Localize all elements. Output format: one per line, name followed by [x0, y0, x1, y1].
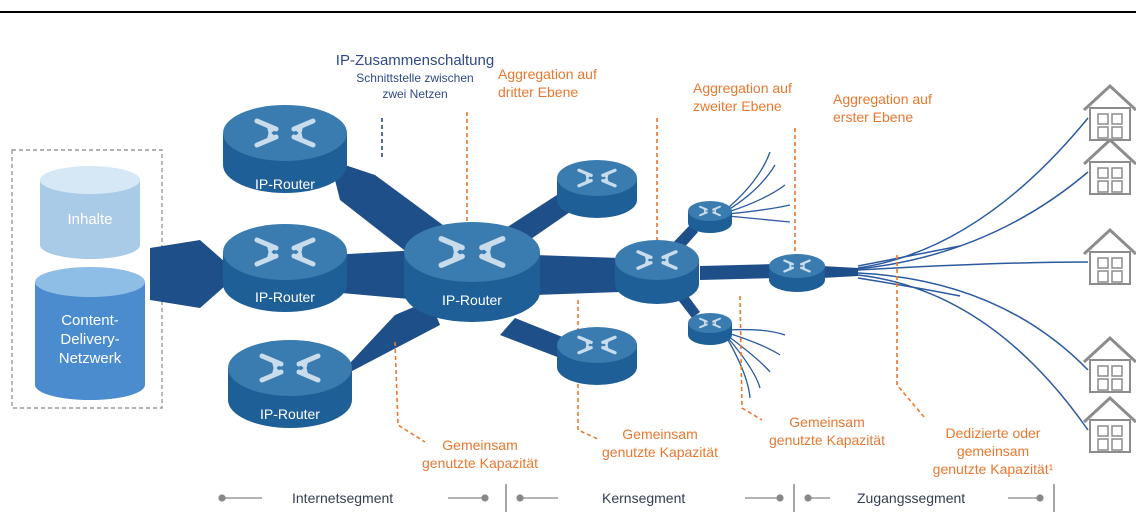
aggregation-first-line1: Aggregation auf	[833, 91, 932, 107]
router-agg3-bottom	[557, 327, 637, 385]
capacity-shared3-line2: genutzte Kapazität	[769, 432, 885, 448]
core-to-agg3-bottom-pipe	[500, 318, 565, 358]
aggregation-third-line2: dritter Ebene	[498, 84, 579, 100]
segment-bar	[218, 484, 1055, 512]
agg1-to-access-pipe	[822, 266, 858, 278]
fiber-fans	[727, 151, 791, 399]
interconnect-title: IP-Zusammenschaltung	[335, 52, 495, 69]
aggregation-third-line1: Aggregation auf	[498, 66, 597, 82]
capacity-dedicated-line1: Dedizierte oder	[945, 425, 1041, 441]
capacity-shared1-line1: Gemeinsam	[442, 437, 518, 453]
capacity-dedicated-line3: genutzte Kapazität¹	[932, 461, 1054, 477]
house-icon	[1082, 83, 1136, 141]
capacity-shared2-line2: genutzte Kapazität	[602, 444, 718, 460]
cdn-db-label-line1: Content-	[61, 312, 119, 329]
interconnect-subtitle-line1: Schnittstelle zwischen	[356, 71, 474, 85]
interconnect-subtitle-line2: zwei Netzen	[382, 87, 448, 101]
router-agg2	[615, 240, 699, 304]
content-box	[11, 149, 163, 409]
core-to-agg2-pipe	[535, 255, 620, 295]
cdn-db-label-line2: Delivery-	[60, 331, 120, 348]
aggregation-second-line1: Aggregation auf	[693, 80, 792, 96]
capacity-shared3-line1: Gemeinsam	[789, 414, 865, 430]
segment-access-label: Zugangssegment	[857, 490, 966, 506]
house-icon	[1082, 227, 1136, 285]
router-agg2-top-small	[688, 201, 732, 233]
cdn-to-router-pipe	[150, 240, 225, 308]
segment-markers	[394, 112, 926, 443]
capacity-shared1-line2: genutzte Kapazität	[422, 455, 538, 471]
router-agg3-top	[557, 160, 637, 218]
router-middle	[223, 224, 347, 312]
router-top-label: IP-Router	[255, 176, 315, 192]
router-agg2-bottom-small	[688, 313, 732, 345]
content-database	[40, 166, 140, 259]
segment-internet-label: Internetsegment	[292, 490, 394, 506]
aggregation-second-line2: zweiter Ebene	[693, 98, 782, 114]
aggregation-first-line2: erster Ebene	[833, 109, 914, 125]
router-central-label: IP-Router	[442, 292, 502, 308]
content-db-label: Inhalte	[67, 211, 113, 228]
router-bottom	[228, 340, 352, 428]
agg2-to-agg1-pipe	[700, 264, 775, 280]
house-icon	[1082, 395, 1136, 453]
routers	[223, 105, 825, 428]
mid-router-to-core-pipe	[330, 250, 420, 300]
houses	[1082, 83, 1136, 453]
router-central	[404, 222, 540, 322]
capacity-shared2-line1: Gemeinsam	[622, 426, 698, 442]
cdn-db-label-line3: Netzwerk	[58, 350, 122, 367]
router-middle-label: IP-Router	[255, 289, 315, 305]
house-icon	[1082, 137, 1136, 195]
router-top	[223, 105, 347, 193]
capacity-dedicated-line2: gemeinsam	[956, 443, 1030, 459]
router-agg1	[769, 254, 825, 292]
access-fibers	[857, 117, 1089, 431]
router-bottom-label: IP-Router	[260, 406, 320, 422]
segment-core-label: Kernsegment	[602, 490, 686, 506]
house-icon	[1082, 335, 1136, 393]
cdn-database	[35, 267, 145, 400]
